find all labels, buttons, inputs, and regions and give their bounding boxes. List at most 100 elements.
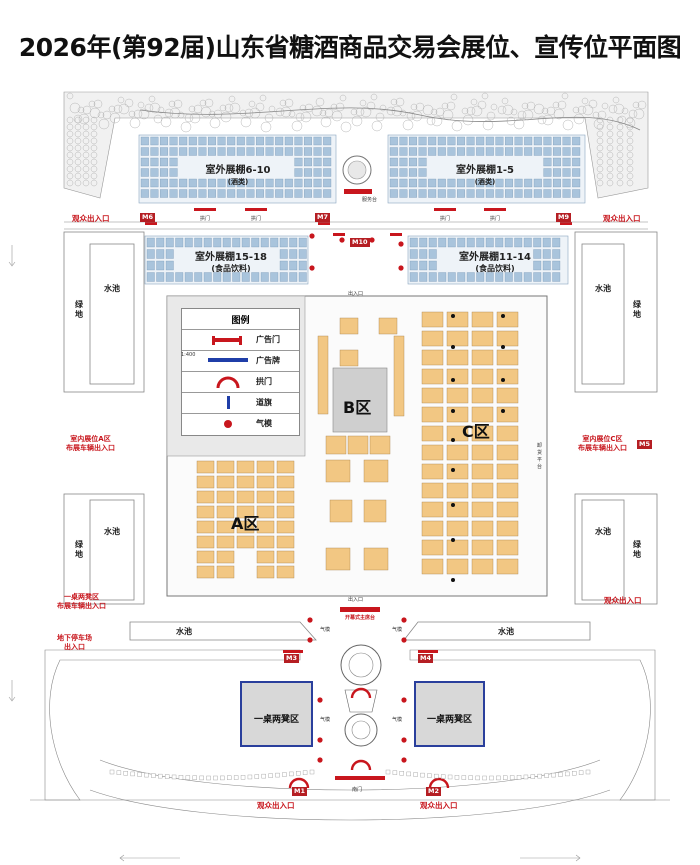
tree [612,96,620,104]
seat [192,775,197,780]
tent-booth [140,168,149,177]
tree [319,109,327,117]
tent-booth [279,260,288,271]
service-label: 服务台 [362,197,378,203]
tent-booth [533,136,542,146]
air-model [401,757,407,763]
seat [482,775,487,781]
booth-b [317,335,329,415]
tent-booth [140,136,149,146]
tent-booth [160,189,168,198]
tent-booth [524,189,533,198]
tent-booth [265,189,274,198]
seat [144,772,149,778]
tree [537,115,547,125]
seat [489,775,494,781]
booth-c [421,501,444,518]
exit-se-bottom: 观众出入口 [420,801,458,810]
arch-gate-label-4: 拱门 [490,216,501,222]
arch [428,777,450,789]
tent-booth [188,136,197,146]
tent-booth [542,237,551,248]
tree [391,105,403,117]
tent-booth [323,147,332,156]
tree [360,106,372,118]
desk-zone-right: 一桌两凳区 [414,681,485,747]
tent-booth [389,147,398,156]
tent-booth [150,178,159,188]
tree [390,98,398,106]
tree [90,158,98,166]
tent-booth [256,189,264,198]
tree [606,165,614,173]
tent-booth [495,189,504,198]
booth-a [256,550,275,564]
booth-c [421,349,444,366]
tent-booth [562,147,571,156]
tent-booth [552,249,561,259]
booth-a [216,505,235,519]
tree [109,112,121,124]
booth-a [256,490,275,504]
tree [275,107,285,117]
booth-b [339,349,359,367]
tree [497,105,507,115]
tree [521,102,529,110]
tent-booth [419,272,428,282]
tree [339,94,347,102]
tree [410,103,418,111]
tree [82,151,90,159]
arch-gate [484,208,506,211]
tent-booth [146,260,155,271]
tent-booth [418,178,427,188]
tent-booth [485,272,494,282]
air-model [307,637,313,643]
booth-a [276,475,295,489]
tent-booth [553,168,561,177]
tent-booth [533,147,542,156]
tent-booth [457,272,466,282]
tent-booth [495,147,504,156]
tree [616,151,624,159]
legend-row-billboard: 广告牌 [182,350,299,371]
tree [351,115,363,127]
tree [596,130,604,138]
tree [299,104,307,112]
tent-booth [256,136,264,146]
seat [220,775,225,781]
booth-a [216,475,235,489]
booth-a [196,490,215,504]
tent-booth [208,147,216,156]
booth-c [471,520,494,537]
tent-booth [418,157,427,167]
tree [616,130,624,138]
tree [626,172,634,180]
booth-c [471,463,494,480]
tent-booth [165,249,174,259]
tent-booth [279,272,288,282]
tree [431,115,443,127]
booth-c [421,482,444,499]
pillar [451,438,455,442]
pillar [451,345,455,349]
tent-booth [447,178,456,188]
tree [66,172,74,180]
seat [392,770,398,775]
zone-b-label: B区 [343,398,372,417]
tree [626,158,634,166]
tent-booth [165,272,174,282]
tent-booth [485,178,494,188]
air-model [401,637,407,643]
pillar [451,503,455,507]
booth-b [393,335,405,417]
booth-a [276,505,295,519]
tent-booth [265,178,274,188]
seat [503,775,508,780]
tree [606,130,614,138]
booth-b [363,499,387,523]
tree [199,99,207,107]
tent-booth [150,136,159,146]
tree [98,118,110,130]
tent-booth [409,272,418,282]
tree [572,106,580,114]
